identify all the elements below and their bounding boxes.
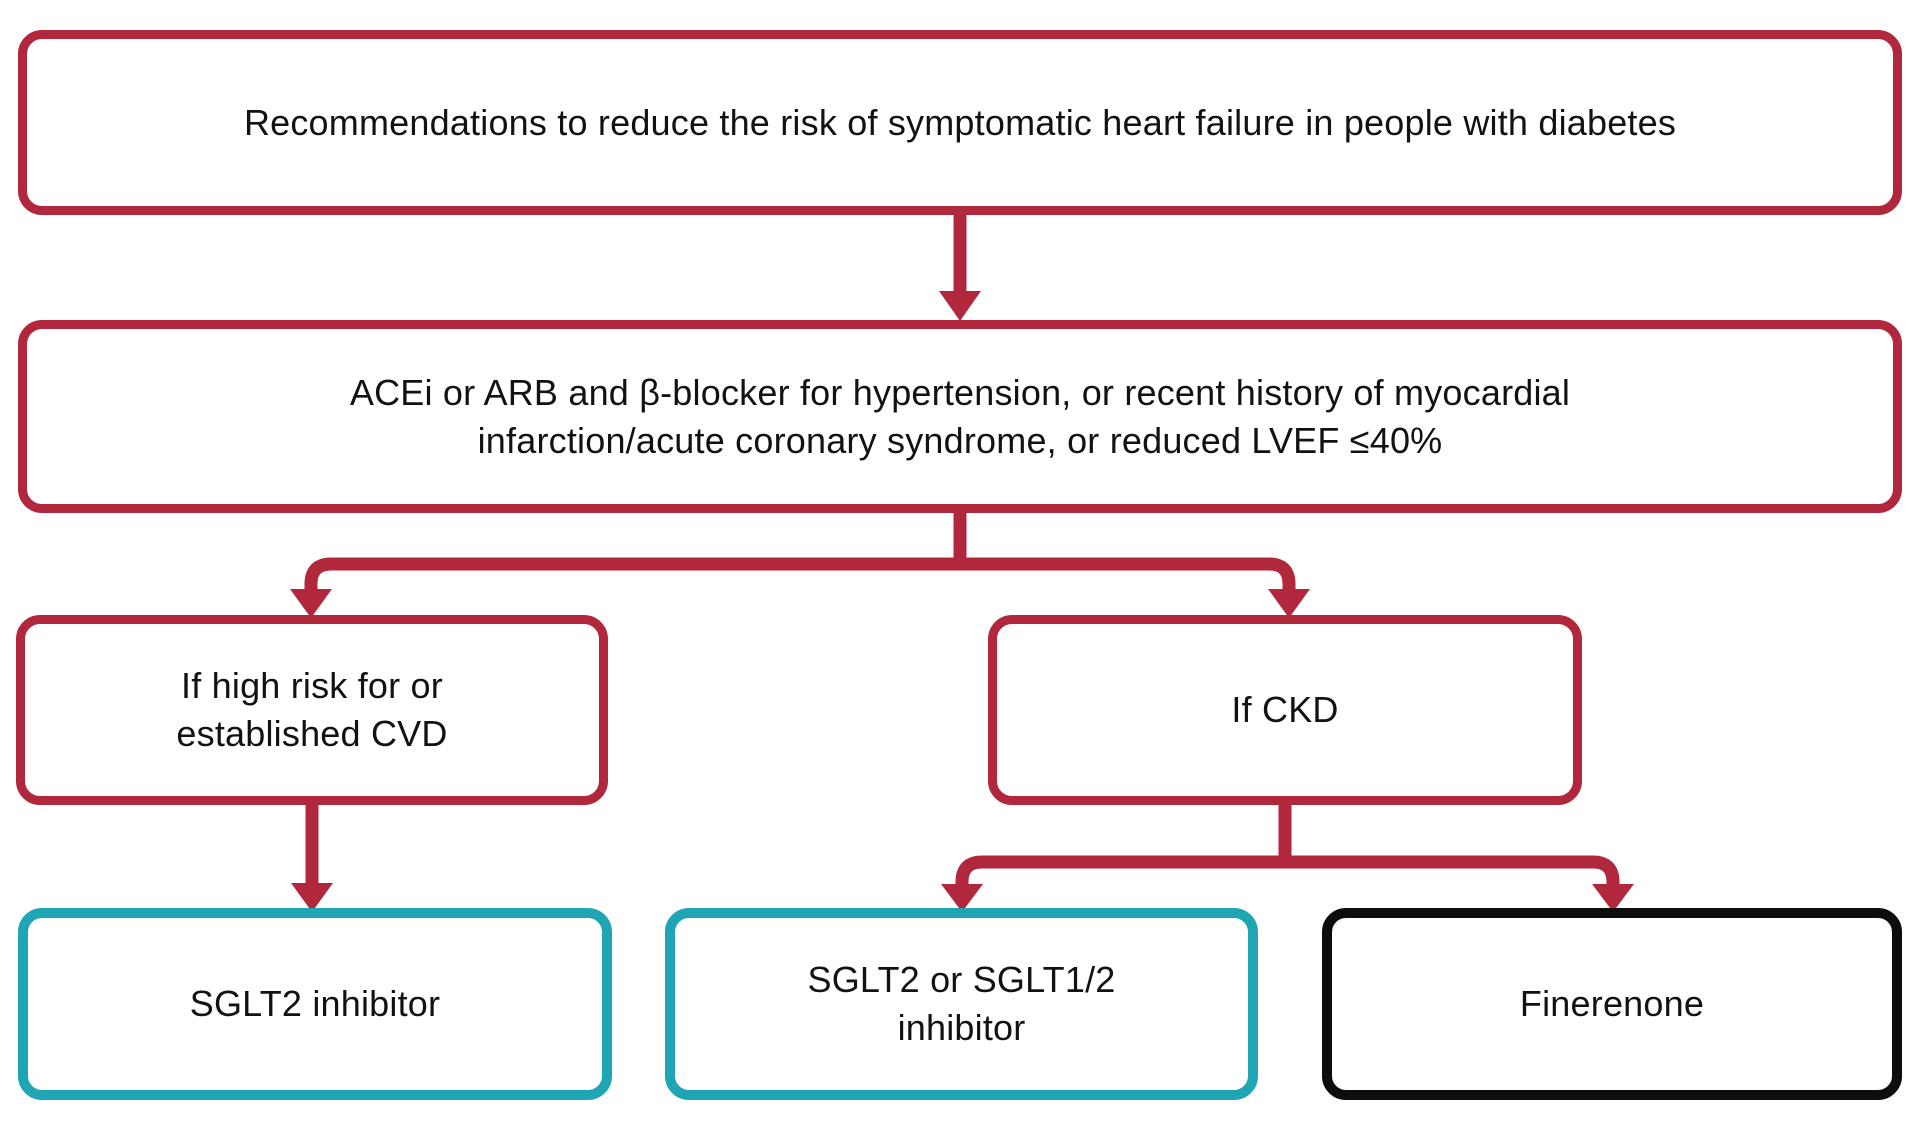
branch-cvd-box: If high risk for or established CVD <box>16 615 608 805</box>
arrow-to-cvd-head <box>290 589 332 618</box>
branch-ckd-box: If CKD <box>988 615 1582 805</box>
ckd-split-horizontal <box>955 855 1620 886</box>
outcome-sglt2-box: SGLT2 inhibitor <box>18 908 612 1100</box>
arrow-title-to-criteria-head <box>939 291 981 321</box>
outcome-sglt2-text: SGLT2 inhibitor <box>189 983 441 1025</box>
outcome-finerenone-text: Finerenone <box>1519 983 1705 1025</box>
outcome-finerenone-box: Finerenone <box>1322 908 1902 1100</box>
criteria-box: ACEi or ARB and β-blocker for hypertensi… <box>18 320 1902 513</box>
outcome-sglt12-box: SGLT2 or SGLT1/2 inhibitor <box>665 908 1258 1100</box>
title-text: Recommendations to reduce the risk of sy… <box>243 101 1677 143</box>
arrow-to-ckd-head <box>1268 589 1310 618</box>
outcome-sglt12-text: SGLT2 or SGLT1/2 inhibitor <box>807 959 1116 1048</box>
branch-ckd-text: If CKD <box>1231 689 1339 731</box>
criteria-text: ACEi or ARB and β-blocker for hypertensi… <box>349 371 1571 461</box>
title-box: Recommendations to reduce the risk of sy… <box>18 30 1902 215</box>
branch-horizontal <box>304 557 1296 591</box>
branch-cvd-text: If high risk for or established CVD <box>176 665 448 754</box>
